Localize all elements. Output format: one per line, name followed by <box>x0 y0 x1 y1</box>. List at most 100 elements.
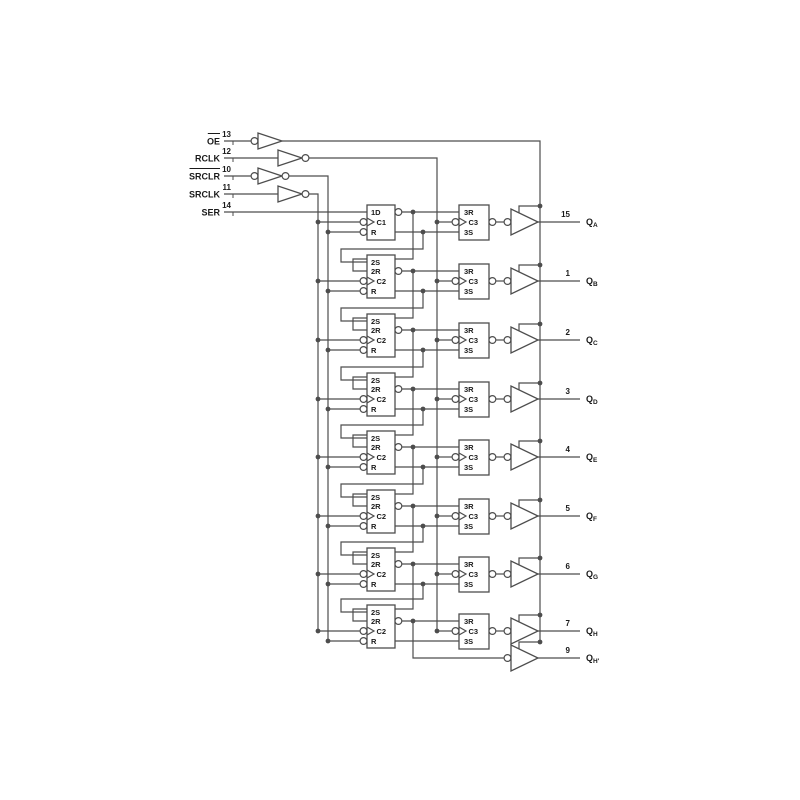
flipflop-box <box>366 604 396 649</box>
ff-label-c2: C2 <box>377 336 387 345</box>
latch-clock-marker <box>458 626 468 636</box>
junction-dot <box>537 380 543 386</box>
latch-label-3s: 3S <box>464 228 473 237</box>
latch-label-c3: C3 <box>469 277 479 286</box>
flipflop-box <box>366 313 396 358</box>
output-buffer-gate <box>510 384 540 414</box>
latch-label-c3: C3 <box>469 336 479 345</box>
oe-input-negation-bubble <box>250 137 259 146</box>
latch-output-negation-bubble <box>488 626 497 635</box>
junction-dot <box>420 464 426 470</box>
latch-output-negation-bubble <box>488 218 497 227</box>
ff-clock-marker <box>366 276 376 286</box>
ff-reset-negation-bubble <box>359 579 368 588</box>
ff-inverted-output-bubble <box>394 267 403 276</box>
junction-dot <box>315 513 321 519</box>
junction-dot <box>537 438 543 444</box>
buffer-input-negation-bubble <box>503 218 512 227</box>
flipflop-box <box>366 372 396 417</box>
junction-dot <box>537 612 543 618</box>
output-pin-number: 4 <box>566 445 571 454</box>
serial-output-buffer-gate <box>510 643 540 673</box>
latch-label-3s: 3S <box>464 346 473 355</box>
junction-dot <box>325 288 331 294</box>
output-label-qa: QA <box>586 217 598 229</box>
junction-dot <box>315 337 321 343</box>
input-label-ser: SER <box>201 208 220 218</box>
ff-label-2r: 2R <box>371 617 381 626</box>
latch-label-3r: 3R <box>464 208 474 217</box>
stage-data-set-wire <box>340 350 424 381</box>
ff-clock-marker <box>366 626 376 636</box>
ff-label-r: R <box>371 580 377 589</box>
ff-label-2r: 2R <box>371 385 381 394</box>
ff-clock-negation-bubble <box>359 336 368 345</box>
rclk-inverter-gate <box>277 149 305 167</box>
ff-inverted-output-bubble <box>394 385 403 394</box>
output-pin-number: 5 <box>566 504 571 513</box>
input-label-rclk: RCLK <box>195 154 220 164</box>
ff-label-2r: 2R <box>371 560 381 569</box>
ff-clock-negation-bubble <box>359 626 368 635</box>
ff-label-2r: 2R <box>371 326 381 335</box>
latch-label-c3: C3 <box>469 627 479 636</box>
stage-data-set-wire <box>340 409 424 439</box>
ff-clock-marker <box>366 452 376 462</box>
junction-dot <box>537 262 543 268</box>
junction-dot <box>315 278 321 284</box>
junction-dot <box>410 618 416 624</box>
latch-label-3r: 3R <box>464 617 474 626</box>
oe-inverter-gate <box>257 132 285 150</box>
junction-dot <box>410 503 416 509</box>
input-pin-oe: 13 <box>222 130 231 139</box>
flipflop-box <box>366 204 396 241</box>
ff-label-2s: 2S <box>371 551 380 560</box>
ff-reset-negation-bubble <box>359 346 368 355</box>
latch-output-negation-bubble <box>488 569 497 578</box>
stage-data-reset-wire <box>352 389 414 448</box>
junction-dot <box>420 229 426 235</box>
output-label-qd: QD <box>586 394 598 406</box>
ff-inverted-output-bubble <box>394 208 403 217</box>
ff-label-2s: 2S <box>371 376 380 385</box>
output-label-qc: QC <box>586 335 598 347</box>
output-label-qg: QG <box>586 569 598 581</box>
latch-clock-negation-bubble <box>451 511 460 520</box>
output-label-qh: QH <box>586 626 598 638</box>
latch-output-negation-bubble <box>488 277 497 286</box>
stage-data-reset-wire <box>352 212 414 272</box>
ff-clock-marker <box>366 217 376 227</box>
qh-to-serial-buffer-wire <box>412 621 504 659</box>
output-label-qf: QF <box>586 511 597 523</box>
ff-label-c1: C1 <box>377 218 387 227</box>
latch-clock-marker <box>458 452 468 462</box>
output-buffer-gate <box>510 501 540 531</box>
output-pin-number: 7 <box>566 619 571 628</box>
serial-buffer-enable-wire <box>518 641 540 649</box>
ff-label-r: R <box>371 637 377 646</box>
latch-label-3r: 3R <box>464 560 474 569</box>
ff-label-2s: 2S <box>371 434 380 443</box>
latch-clock-negation-bubble <box>451 277 460 286</box>
flipflop-box <box>366 430 396 475</box>
junction-dot <box>434 278 440 284</box>
srclr-buffer-gate <box>257 167 285 185</box>
junction-dot <box>325 406 331 412</box>
latch-label-3r: 3R <box>464 443 474 452</box>
ff-reset-negation-bubble <box>359 636 368 645</box>
latch-output-negation-bubble <box>488 511 497 520</box>
buffer-enable-wire <box>518 440 540 448</box>
ff-label-r: R <box>371 287 377 296</box>
input-pin-srclr: 10 <box>222 165 231 174</box>
buffer-input-negation-bubble <box>503 395 512 404</box>
junction-dot <box>325 347 331 353</box>
junction-dot <box>537 321 543 327</box>
junction-dot <box>315 219 321 225</box>
latch-clock-negation-bubble <box>451 336 460 345</box>
serial-buffer-input-negation-bubble <box>503 653 512 662</box>
ff-clock-negation-bubble <box>359 511 368 520</box>
latch-label-3s: 3S <box>464 463 473 472</box>
ff-label-2s: 2S <box>371 258 380 267</box>
junction-dot <box>420 523 426 529</box>
ff-clock-negation-bubble <box>359 569 368 578</box>
